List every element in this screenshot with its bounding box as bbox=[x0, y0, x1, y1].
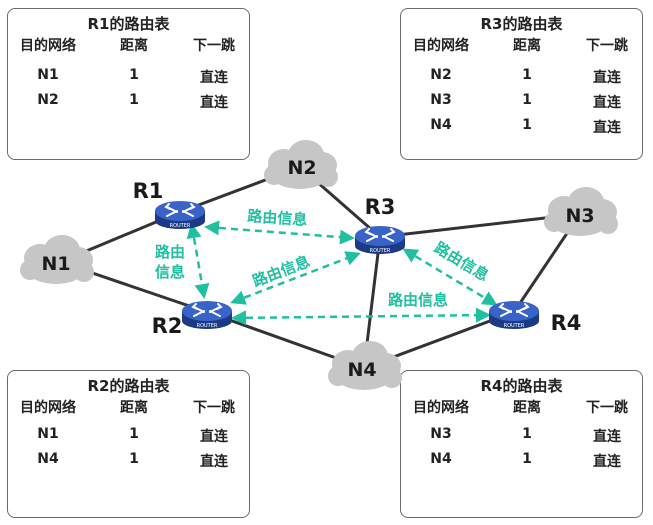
route-info-arrow-r2-r4 bbox=[231, 307, 491, 326]
network-label-n3: N3 bbox=[565, 205, 594, 227]
network-label-n1: N1 bbox=[41, 253, 70, 275]
router-badge: ROUTER bbox=[197, 323, 218, 329]
table-row: N4 1 直连 bbox=[8, 451, 249, 471]
cell-destination: N1 bbox=[37, 67, 59, 83]
table-row: N1 1 直连 bbox=[8, 67, 249, 87]
router-r4: ROUTER bbox=[488, 300, 540, 330]
header-next-hop: 下一跳 bbox=[586, 38, 628, 54]
cell-destination: N4 bbox=[37, 451, 59, 467]
route-info-label-r1-r2-line1: 路由 bbox=[155, 243, 185, 261]
header-destination: 目的网络 bbox=[413, 38, 469, 54]
routing-table-r3: R3的路由表 目的网络 距离 下一跳 N2 1 直连 N3 1 直连 N4 1 … bbox=[400, 8, 643, 160]
table-row: N2 1 直连 bbox=[8, 92, 249, 112]
cell-distance: 1 bbox=[522, 117, 532, 133]
router-r2: ROUTER bbox=[181, 300, 233, 330]
route-info-label-r1-r3: 路由信息 bbox=[247, 207, 308, 229]
table-row: N4 1 直连 bbox=[401, 451, 642, 471]
router-badge: ROUTER bbox=[504, 323, 525, 329]
network-label-n4: N4 bbox=[347, 359, 376, 381]
router-label-r3: R3 bbox=[365, 195, 396, 219]
header-next-hop: 下一跳 bbox=[193, 38, 235, 54]
cell-distance: 1 bbox=[129, 67, 139, 83]
cell-distance: 1 bbox=[129, 426, 139, 442]
routing-table-header: 目的网络 距离 下一跳 bbox=[8, 35, 249, 55]
routing-table-title: R1的路由表 bbox=[87, 15, 170, 33]
network-label-n2: N2 bbox=[287, 157, 316, 179]
cell-next-hop: 直连 bbox=[200, 454, 228, 470]
router-r3: ROUTER bbox=[354, 225, 406, 255]
cell-next-hop: 直连 bbox=[593, 70, 621, 86]
header-distance: 距离 bbox=[513, 38, 541, 54]
routing-table-title: R2的路由表 bbox=[87, 377, 170, 395]
router-label-r4: R4 bbox=[551, 311, 582, 335]
cell-distance: 1 bbox=[129, 451, 139, 467]
cell-distance: 1 bbox=[129, 92, 139, 108]
router-badge: ROUTER bbox=[370, 248, 391, 254]
router-r1: ROUTER bbox=[154, 200, 206, 230]
table-row: N4 1 直连 bbox=[401, 117, 642, 137]
header-next-hop: 下一跳 bbox=[193, 400, 235, 416]
cell-next-hop: 直连 bbox=[200, 95, 228, 111]
header-next-hop: 下一跳 bbox=[586, 400, 628, 416]
routing-table-header: 目的网络 距离 下一跳 bbox=[8, 397, 249, 417]
header-distance: 距离 bbox=[120, 38, 148, 54]
routing-table-header: 目的网络 距离 下一跳 bbox=[401, 397, 642, 417]
cell-distance: 1 bbox=[522, 426, 532, 442]
routing-table-title: R4的路由表 bbox=[480, 377, 563, 395]
route-info-arrow-r2-r3 bbox=[230, 251, 361, 305]
routing-table-r4: R4的路由表 目的网络 距离 下一跳 N3 1 直连 N4 1 直连 bbox=[400, 370, 643, 518]
route-info-arrow-r3-r4 bbox=[402, 248, 498, 306]
table-row: N1 1 直连 bbox=[8, 426, 249, 446]
cell-destination: N4 bbox=[430, 451, 452, 467]
routing-table-title: R3的路由表 bbox=[480, 15, 563, 33]
cell-next-hop: 直连 bbox=[593, 429, 621, 445]
cell-distance: 1 bbox=[522, 92, 532, 108]
routing-table-r1: R1的路由表 目的网络 距离 下一跳 N1 1 直连 N2 1 直连 bbox=[7, 8, 250, 160]
router-badge: ROUTER bbox=[170, 223, 191, 229]
cell-next-hop: 直连 bbox=[593, 454, 621, 470]
route-info-arrow-r1-r3 bbox=[204, 220, 355, 245]
header-distance: 距离 bbox=[120, 400, 148, 416]
cell-destination: N3 bbox=[430, 92, 452, 108]
route-info-arrows bbox=[186, 220, 498, 326]
route-info-arrow-r1-r2 bbox=[186, 223, 210, 299]
cell-destination: N2 bbox=[430, 67, 452, 83]
routing-table-header: 目的网络 距离 下一跳 bbox=[401, 35, 642, 55]
cell-destination: N3 bbox=[430, 426, 452, 442]
cell-destination: N1 bbox=[37, 426, 59, 442]
cell-distance: 1 bbox=[522, 67, 532, 83]
router-label-r1: R1 bbox=[133, 179, 164, 203]
table-row: N3 1 直连 bbox=[401, 426, 642, 446]
cell-distance: 1 bbox=[522, 451, 532, 467]
table-row: N3 1 直连 bbox=[401, 92, 642, 112]
cell-next-hop: 直连 bbox=[593, 120, 621, 136]
cell-destination: N4 bbox=[430, 117, 452, 133]
cell-next-hop: 直连 bbox=[200, 429, 228, 445]
header-distance: 距离 bbox=[513, 400, 541, 416]
cell-next-hop: 直连 bbox=[593, 95, 621, 111]
table-row: N2 1 直连 bbox=[401, 67, 642, 87]
route-info-label-r1-r2-line2: 信息 bbox=[155, 263, 185, 281]
route-info-label-r3-r4: 路由信息 bbox=[431, 239, 492, 285]
header-destination: 目的网络 bbox=[20, 38, 76, 54]
route-info-label-r2-r4: 路由信息 bbox=[388, 291, 448, 309]
header-destination: 目的网络 bbox=[413, 400, 469, 416]
routing-table-r2: R2的路由表 目的网络 距离 下一跳 N1 1 直连 N4 1 直连 bbox=[7, 370, 250, 518]
router-label-r2: R2 bbox=[152, 314, 183, 338]
cell-destination: N2 bbox=[37, 92, 59, 108]
header-destination: 目的网络 bbox=[20, 400, 76, 416]
cell-next-hop: 直连 bbox=[200, 70, 228, 86]
